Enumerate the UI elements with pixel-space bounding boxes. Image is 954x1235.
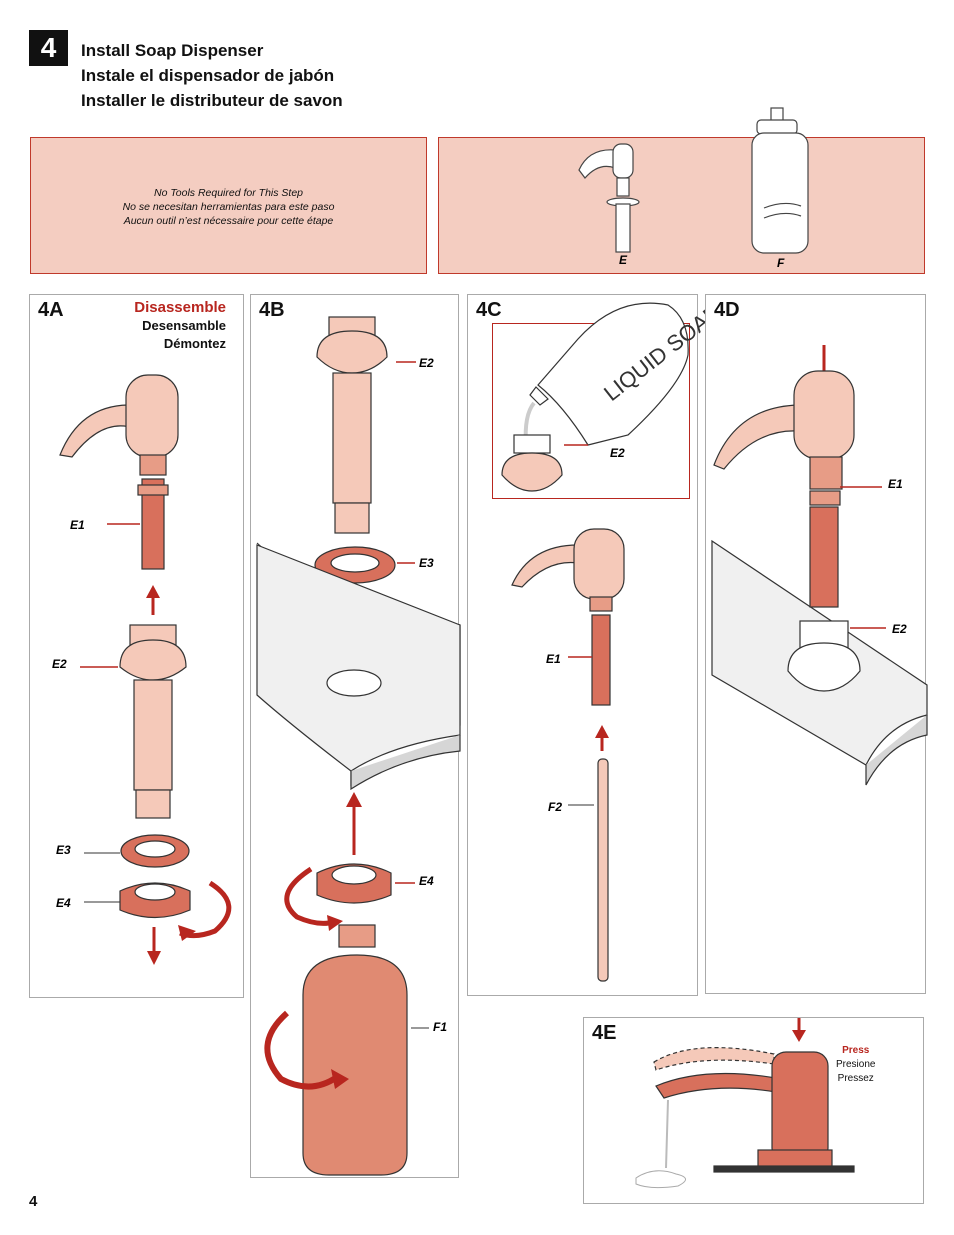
step-number-badge: 4 [29, 30, 68, 66]
dip-tube-icon [597, 758, 609, 982]
press-es: Presione [836, 1059, 876, 1070]
panel-4b-title: 4B [259, 299, 285, 321]
panel-4d-illustration: E1 E2 [711, 345, 928, 786]
washer-icon [314, 546, 396, 584]
spout-head-icon [713, 370, 855, 608]
part-label-e: E [619, 253, 628, 267]
label-4b-f1: F1 [433, 1020, 447, 1034]
rotate-arrow-icon [178, 925, 196, 941]
label-4d-e1: E1 [888, 477, 903, 491]
liquid-soap-bottle-icon: LIQUID SOAP [529, 300, 725, 446]
label-4a-e4: E4 [56, 896, 71, 910]
panel-4d: 4D E1 E2 [705, 294, 928, 994]
label-4b-e3: E3 [419, 556, 434, 570]
parts-illustration: E F [578, 107, 809, 270]
press-en: Press [842, 1045, 870, 1056]
disassemble-fr: Démontez [163, 336, 226, 351]
title-en: Install Soap Dispenser [81, 41, 264, 60]
panel-4c-inset [492, 323, 690, 499]
panel-4e-illustration [635, 1018, 855, 1189]
panel-4c-illustration: LIQUID SOAP E2 E1 F2 [501, 300, 725, 982]
label-4d-e2: E2 [892, 622, 907, 636]
washer-icon [120, 834, 190, 868]
label-4b-e2: E2 [419, 356, 434, 370]
step-titles: Install Soap Dispenser Instale el dispen… [81, 38, 343, 113]
part-label-f: F [777, 256, 785, 270]
spout-pressed-icon [653, 1047, 855, 1173]
press-label: Press Presione Pressez [836, 1044, 875, 1086]
tools-note-en: No Tools Required for This Step [153, 187, 304, 199]
dispenser-part-icon [578, 143, 640, 253]
panel-4c: 4C LIQUID SOAP E2 E1 F2 [467, 294, 725, 996]
tools-note-fr: Aucun outil n’est nécessaire pour cette … [123, 215, 334, 227]
panel-4e-title: 4E [592, 1022, 617, 1044]
press-fr: Pressez [837, 1073, 874, 1084]
label-4a-e2: E2 [52, 657, 67, 671]
threaded-shank-top-icon [787, 620, 861, 692]
mounting-nut-icon [316, 863, 392, 904]
disassemble-en: Disassemble [134, 299, 226, 316]
tools-note-es: No se necesitan herramientas para este p… [122, 201, 335, 213]
panel-4d-title: 4D [714, 299, 740, 321]
page-number: 4 [29, 1193, 38, 1210]
bottle-part-icon [751, 107, 809, 254]
threaded-shank-icon [316, 316, 388, 534]
panel-4a: 4A Disassemble Desensamble Démontez E1 E… [29, 294, 244, 998]
disassemble-label: Disassemble Desensamble Démontez [134, 299, 226, 353]
panel-4a-title: 4A [38, 299, 64, 321]
countertop-icon [256, 542, 461, 791]
title-fr: Installer le distributeur de savon [81, 91, 343, 110]
spout-head-icon [511, 528, 625, 706]
label-4c-f2: F2 [548, 800, 562, 814]
panel-4e: 4E Press Presione Pressez [583, 1017, 924, 1204]
threaded-shank-icon [119, 624, 187, 819]
soap-puddle-icon [635, 1170, 686, 1189]
title-es: Instale el dispensador de jabón [81, 66, 335, 85]
label-4c-e1: E1 [546, 652, 561, 666]
spout-head-icon [59, 374, 179, 570]
soap-bottle-icon [302, 924, 408, 1176]
parts-box: E F [438, 107, 925, 274]
panel-4c-title: 4C [476, 299, 502, 321]
threaded-shank-top-icon [501, 434, 563, 492]
label-4a-e1: E1 [70, 518, 85, 532]
disassemble-es: Desensamble [142, 318, 226, 333]
panel-4b: 4B E2 E3 [250, 294, 461, 1178]
panel-4a-illustration: E1 E2 E3 E4 [52, 374, 232, 965]
label-4c-e2: E2 [610, 446, 625, 460]
panel-4b-illustration: E2 E3 E4 F1 [256, 316, 461, 1176]
tools-note-box: No Tools Required for This Step No se ne… [30, 137, 427, 274]
label-4a-e3: E3 [56, 843, 71, 857]
label-4b-e4: E4 [419, 874, 434, 888]
mounting-nut-icon [119, 882, 191, 919]
